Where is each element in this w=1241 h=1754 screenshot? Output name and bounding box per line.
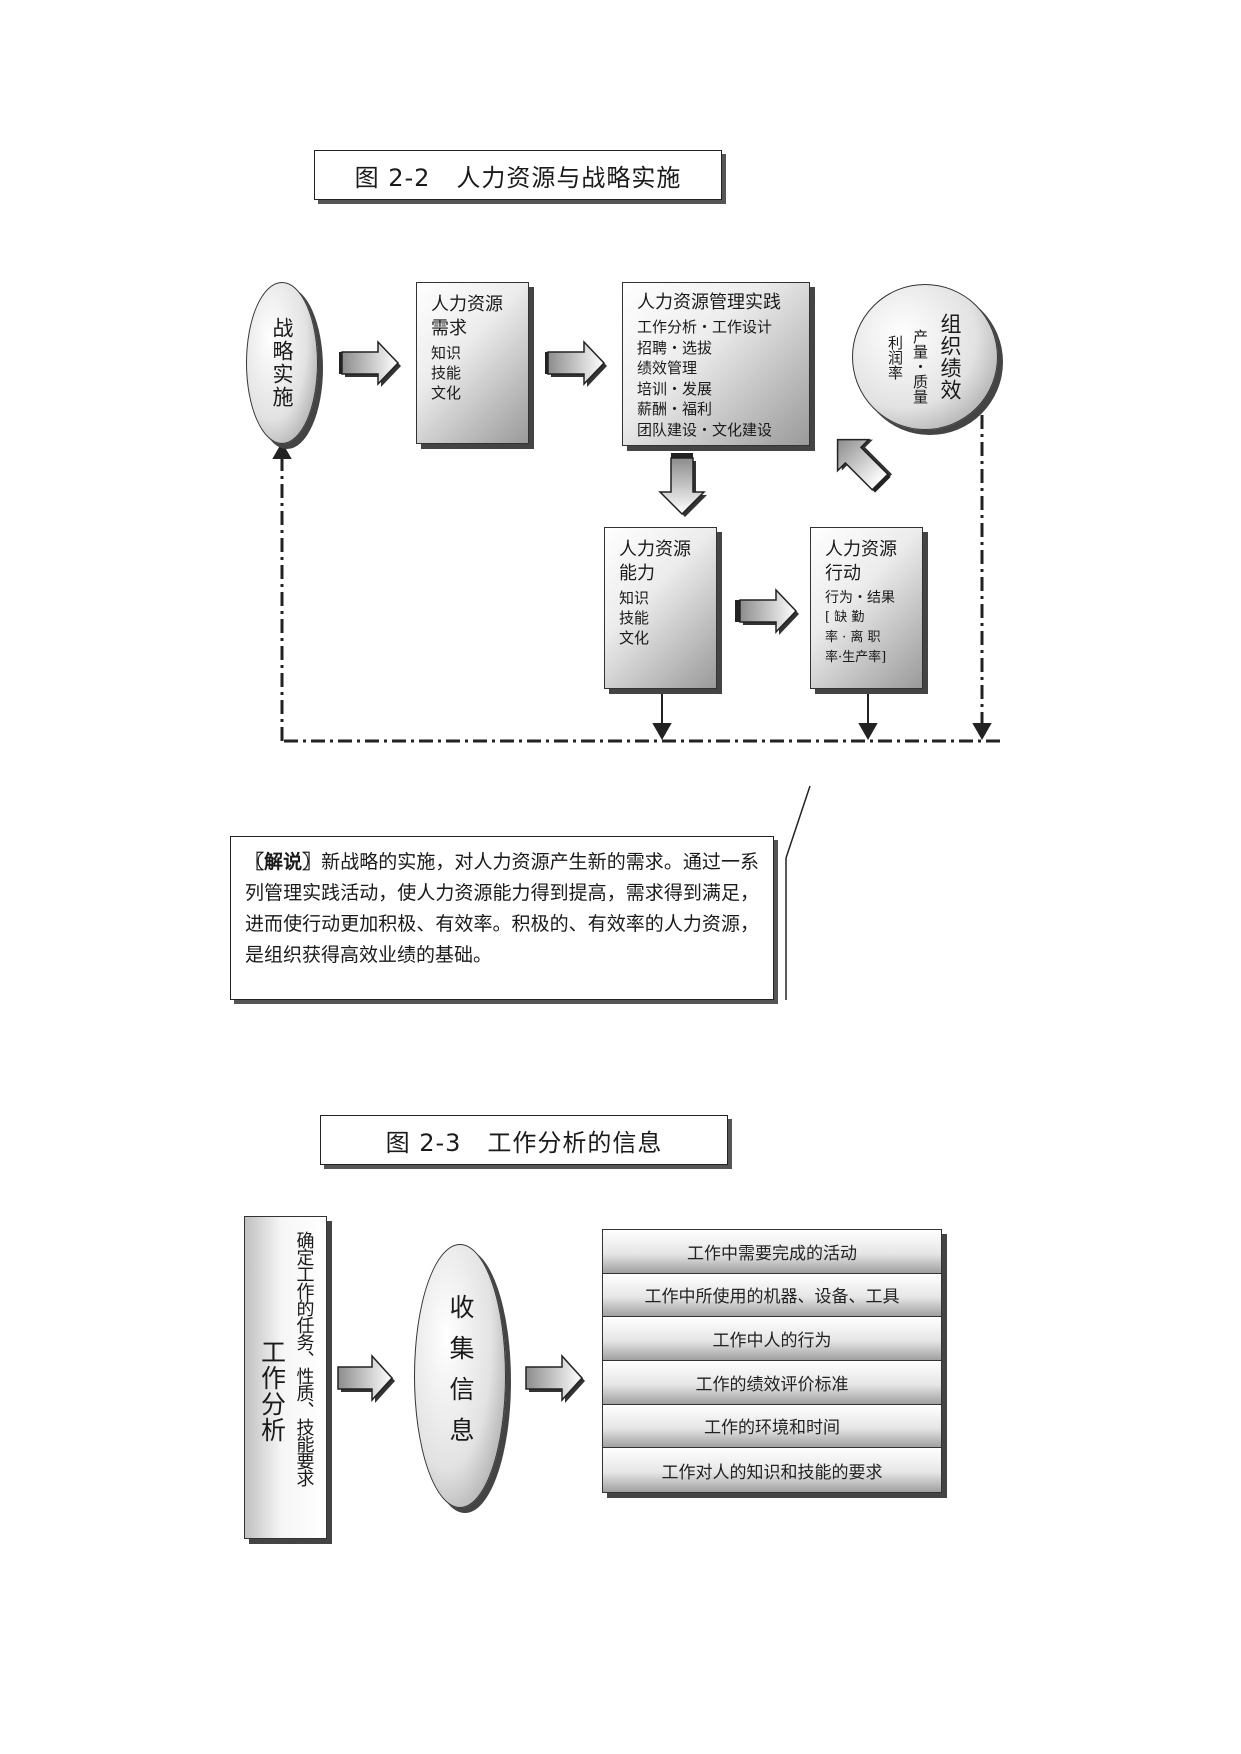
practice-item: 招聘・选拔	[637, 338, 713, 357]
feedback-loop	[280, 415, 1000, 743]
practice-title: 人力资源管理实践	[637, 292, 781, 313]
arrow-strategy-to-demand	[339, 340, 401, 387]
arrow-capability-to-action	[735, 588, 799, 635]
practice-item: 薪酬・福利	[637, 400, 713, 418]
action-item: 率 · 离 职	[825, 630, 881, 645]
capability-item: 技能	[619, 609, 650, 627]
job-analysis-title: 工作分析	[257, 1339, 287, 1443]
figure-2-2-caption: 图 2-2 人力资源与战略实施	[314, 150, 722, 200]
action-title-1: 人力资源	[825, 539, 897, 560]
figure-title: 工作分析的信息	[487, 1128, 663, 1157]
practice-item: 团队建设・文化建设	[637, 420, 773, 439]
arrow-analysis-to-collect	[337, 1354, 395, 1403]
figure-title: 人力资源与战略实施	[456, 163, 682, 192]
job-analysis-subtitle: 确定工作的任务、性质、技能要求	[293, 1231, 315, 1486]
collect-information-node: 收集信息	[414, 1244, 506, 1508]
figure-2-3-caption: 图 2-3 工作分析的信息	[320, 1115, 728, 1165]
performance-title: 组织绩效	[938, 313, 962, 401]
organizational-performance-node: 组织绩效 产量・质量 利润率	[852, 284, 998, 430]
action-item: [ 缺 勤	[825, 610, 865, 625]
action-item: 率·生产率]	[825, 650, 887, 665]
demand-item: 文化	[431, 384, 462, 402]
explanation-box: 〖解说〗新战略的实施，对人力资源产生新的需求。通过一系列管理实践活动，使人力资源…	[230, 836, 774, 1000]
demand-item: 知识	[431, 344, 462, 362]
annotation-line	[785, 785, 811, 859]
arrow-collect-to-info	[525, 1354, 585, 1403]
figure-number: 图 2-3	[385, 1128, 462, 1157]
arrow-practice-to-capability	[658, 453, 707, 517]
list-item: 工作的绩效评价标准	[603, 1360, 941, 1405]
explanation-text: 新战略的实施，对人力资源产生新的需求。通过一系列管理实践活动，使人力资源能力得到…	[245, 851, 759, 966]
hr-management-practice-box: 人力资源管理实践 工作分析・工作设计 招聘・选拔 绩效管理 培训・发展 薪酬・福…	[622, 282, 810, 446]
list-item: 工作的环境和时间	[603, 1404, 941, 1449]
figure-number: 图 2-2	[354, 163, 431, 192]
hr-action-box: 人力资源 行动 行为・结果 [ 缺 勤 率 · 离 职 率·生产率]	[810, 527, 923, 689]
strategy-label: 战略实施	[270, 317, 294, 409]
loop-arrowheads	[272, 441, 992, 741]
job-information-list: 工作中需要完成的活动 工作中所使用的机器、设备、工具 工作中人的行为 工作的绩效…	[602, 1229, 942, 1493]
demand-title-1: 人力资源	[431, 294, 503, 315]
capability-title-1: 人力资源	[619, 539, 691, 560]
hr-demand-box: 人力资源 需求 知识 技能 文化	[416, 282, 529, 444]
list-item: 工作中所使用的机器、设备、工具	[603, 1273, 941, 1318]
explanation-label: 〖解说〗	[245, 851, 322, 873]
arrow-action-to-performance	[836, 438, 893, 493]
list-item: 工作中人的行为	[603, 1317, 941, 1361]
action-item: 行为・结果	[825, 590, 895, 606]
collect-information-label: 收集信息	[446, 1294, 475, 1458]
demand-item: 技能	[431, 364, 462, 382]
performance-line-1: 产量・质量	[911, 328, 929, 404]
arrow-demand-to-practice	[545, 340, 607, 387]
practice-item: 绩效管理	[637, 359, 698, 377]
action-title-2: 行动	[825, 563, 861, 584]
practice-item: 工作分析・工作设计	[637, 318, 773, 336]
hr-capability-box: 人力资源 能力 知识 技能 文化	[604, 527, 717, 689]
list-item: 工作对人的知识和技能的要求	[603, 1448, 941, 1492]
capability-item: 知识	[619, 589, 650, 607]
strategy-implementation-node: 战略实施	[246, 282, 318, 444]
performance-line-2: 利润率	[886, 334, 904, 380]
capability-title-2: 能力	[619, 563, 655, 584]
practice-item: 培训・发展	[637, 379, 713, 398]
demand-title-2: 需求	[431, 318, 467, 339]
capability-item: 文化	[619, 629, 650, 647]
job-analysis-box: 确定工作的任务、性质、技能要求 工作分析	[244, 1216, 327, 1539]
list-item: 工作中需要完成的活动	[603, 1230, 941, 1274]
